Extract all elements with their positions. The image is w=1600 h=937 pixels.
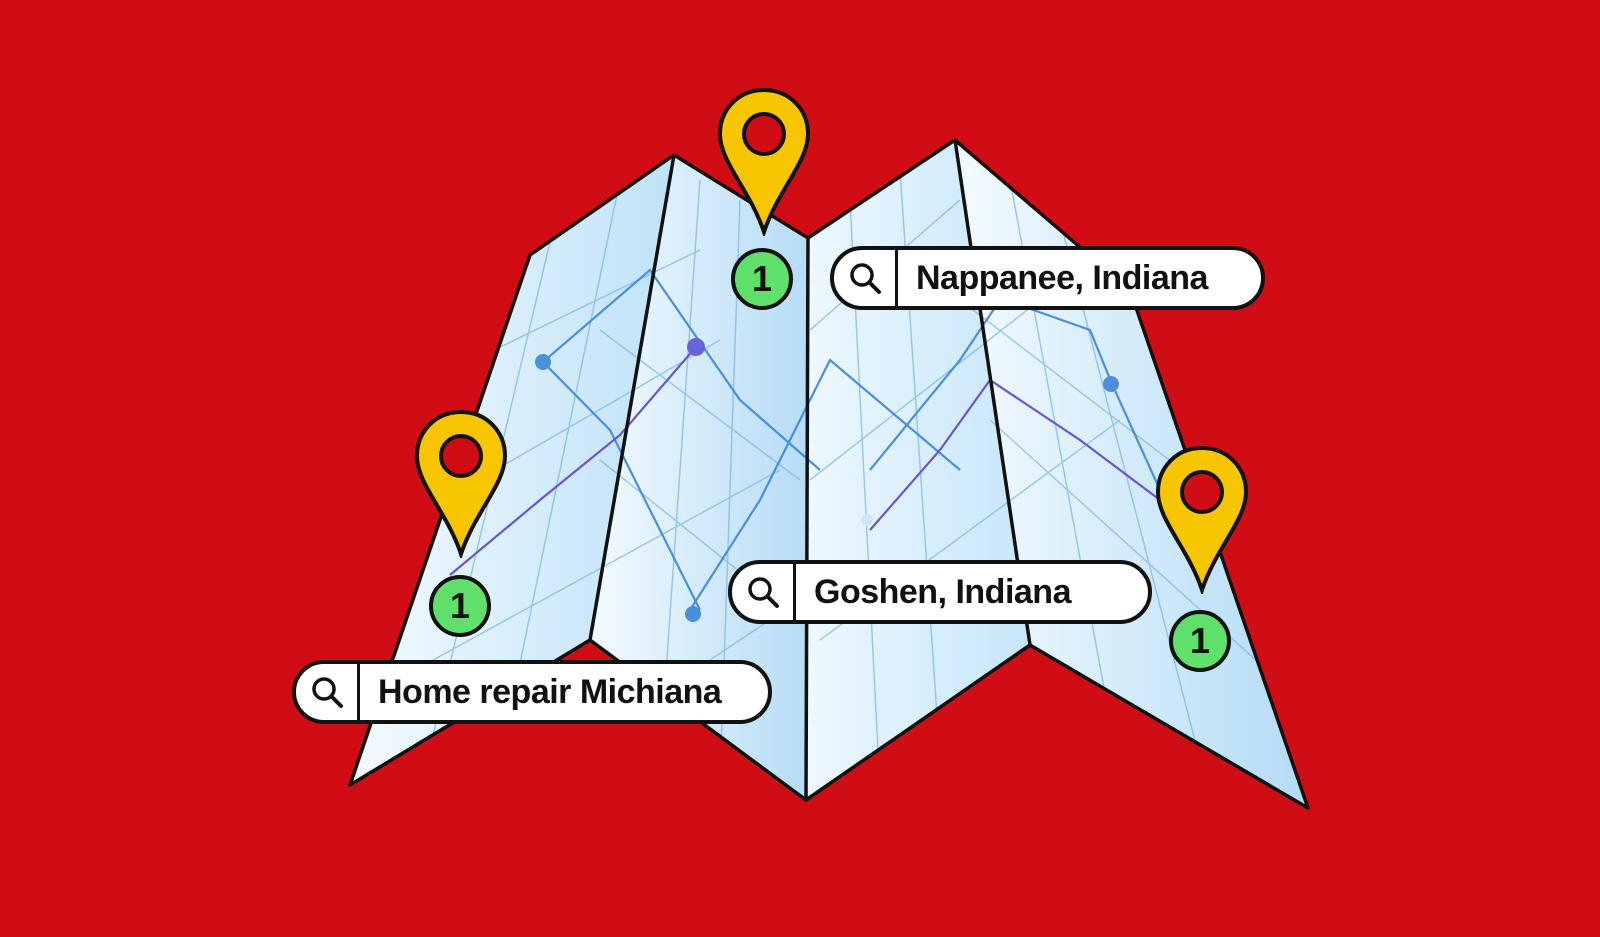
map-dot	[535, 354, 551, 370]
search-query-text: Nappanee, Indiana	[916, 258, 1208, 297]
search-bar-goshen[interactable]: Goshen, Indiana	[728, 560, 1152, 624]
map-roads	[542, 268, 1162, 611]
map-dot	[685, 606, 701, 622]
map-pin-icon	[717, 87, 811, 236]
map-panel-4	[955, 140, 1308, 808]
search-icon	[732, 564, 796, 620]
map-dot	[1103, 376, 1119, 392]
search-bar-nappanee[interactable]: Nappanee, Indiana	[830, 246, 1265, 310]
rank-badge: 1	[429, 575, 491, 637]
map-pin-icon	[1155, 445, 1249, 594]
search-icon	[834, 250, 898, 306]
search-query-text: Goshen, Indiana	[814, 572, 1071, 611]
map-dot	[687, 338, 705, 356]
map-dots	[535, 338, 1119, 622]
search-icon	[296, 664, 360, 720]
map-panel-2	[590, 155, 808, 800]
rank-badge: 1	[1169, 610, 1231, 672]
map-routes	[449, 347, 1161, 576]
map-dot	[861, 514, 873, 526]
search-query-text: Home repair Michiana	[378, 672, 722, 711]
search-bar-home-repair[interactable]: Home repair Michiana	[292, 660, 772, 724]
rank-badge: 1	[731, 248, 793, 310]
map-pin-icon	[414, 409, 508, 558]
